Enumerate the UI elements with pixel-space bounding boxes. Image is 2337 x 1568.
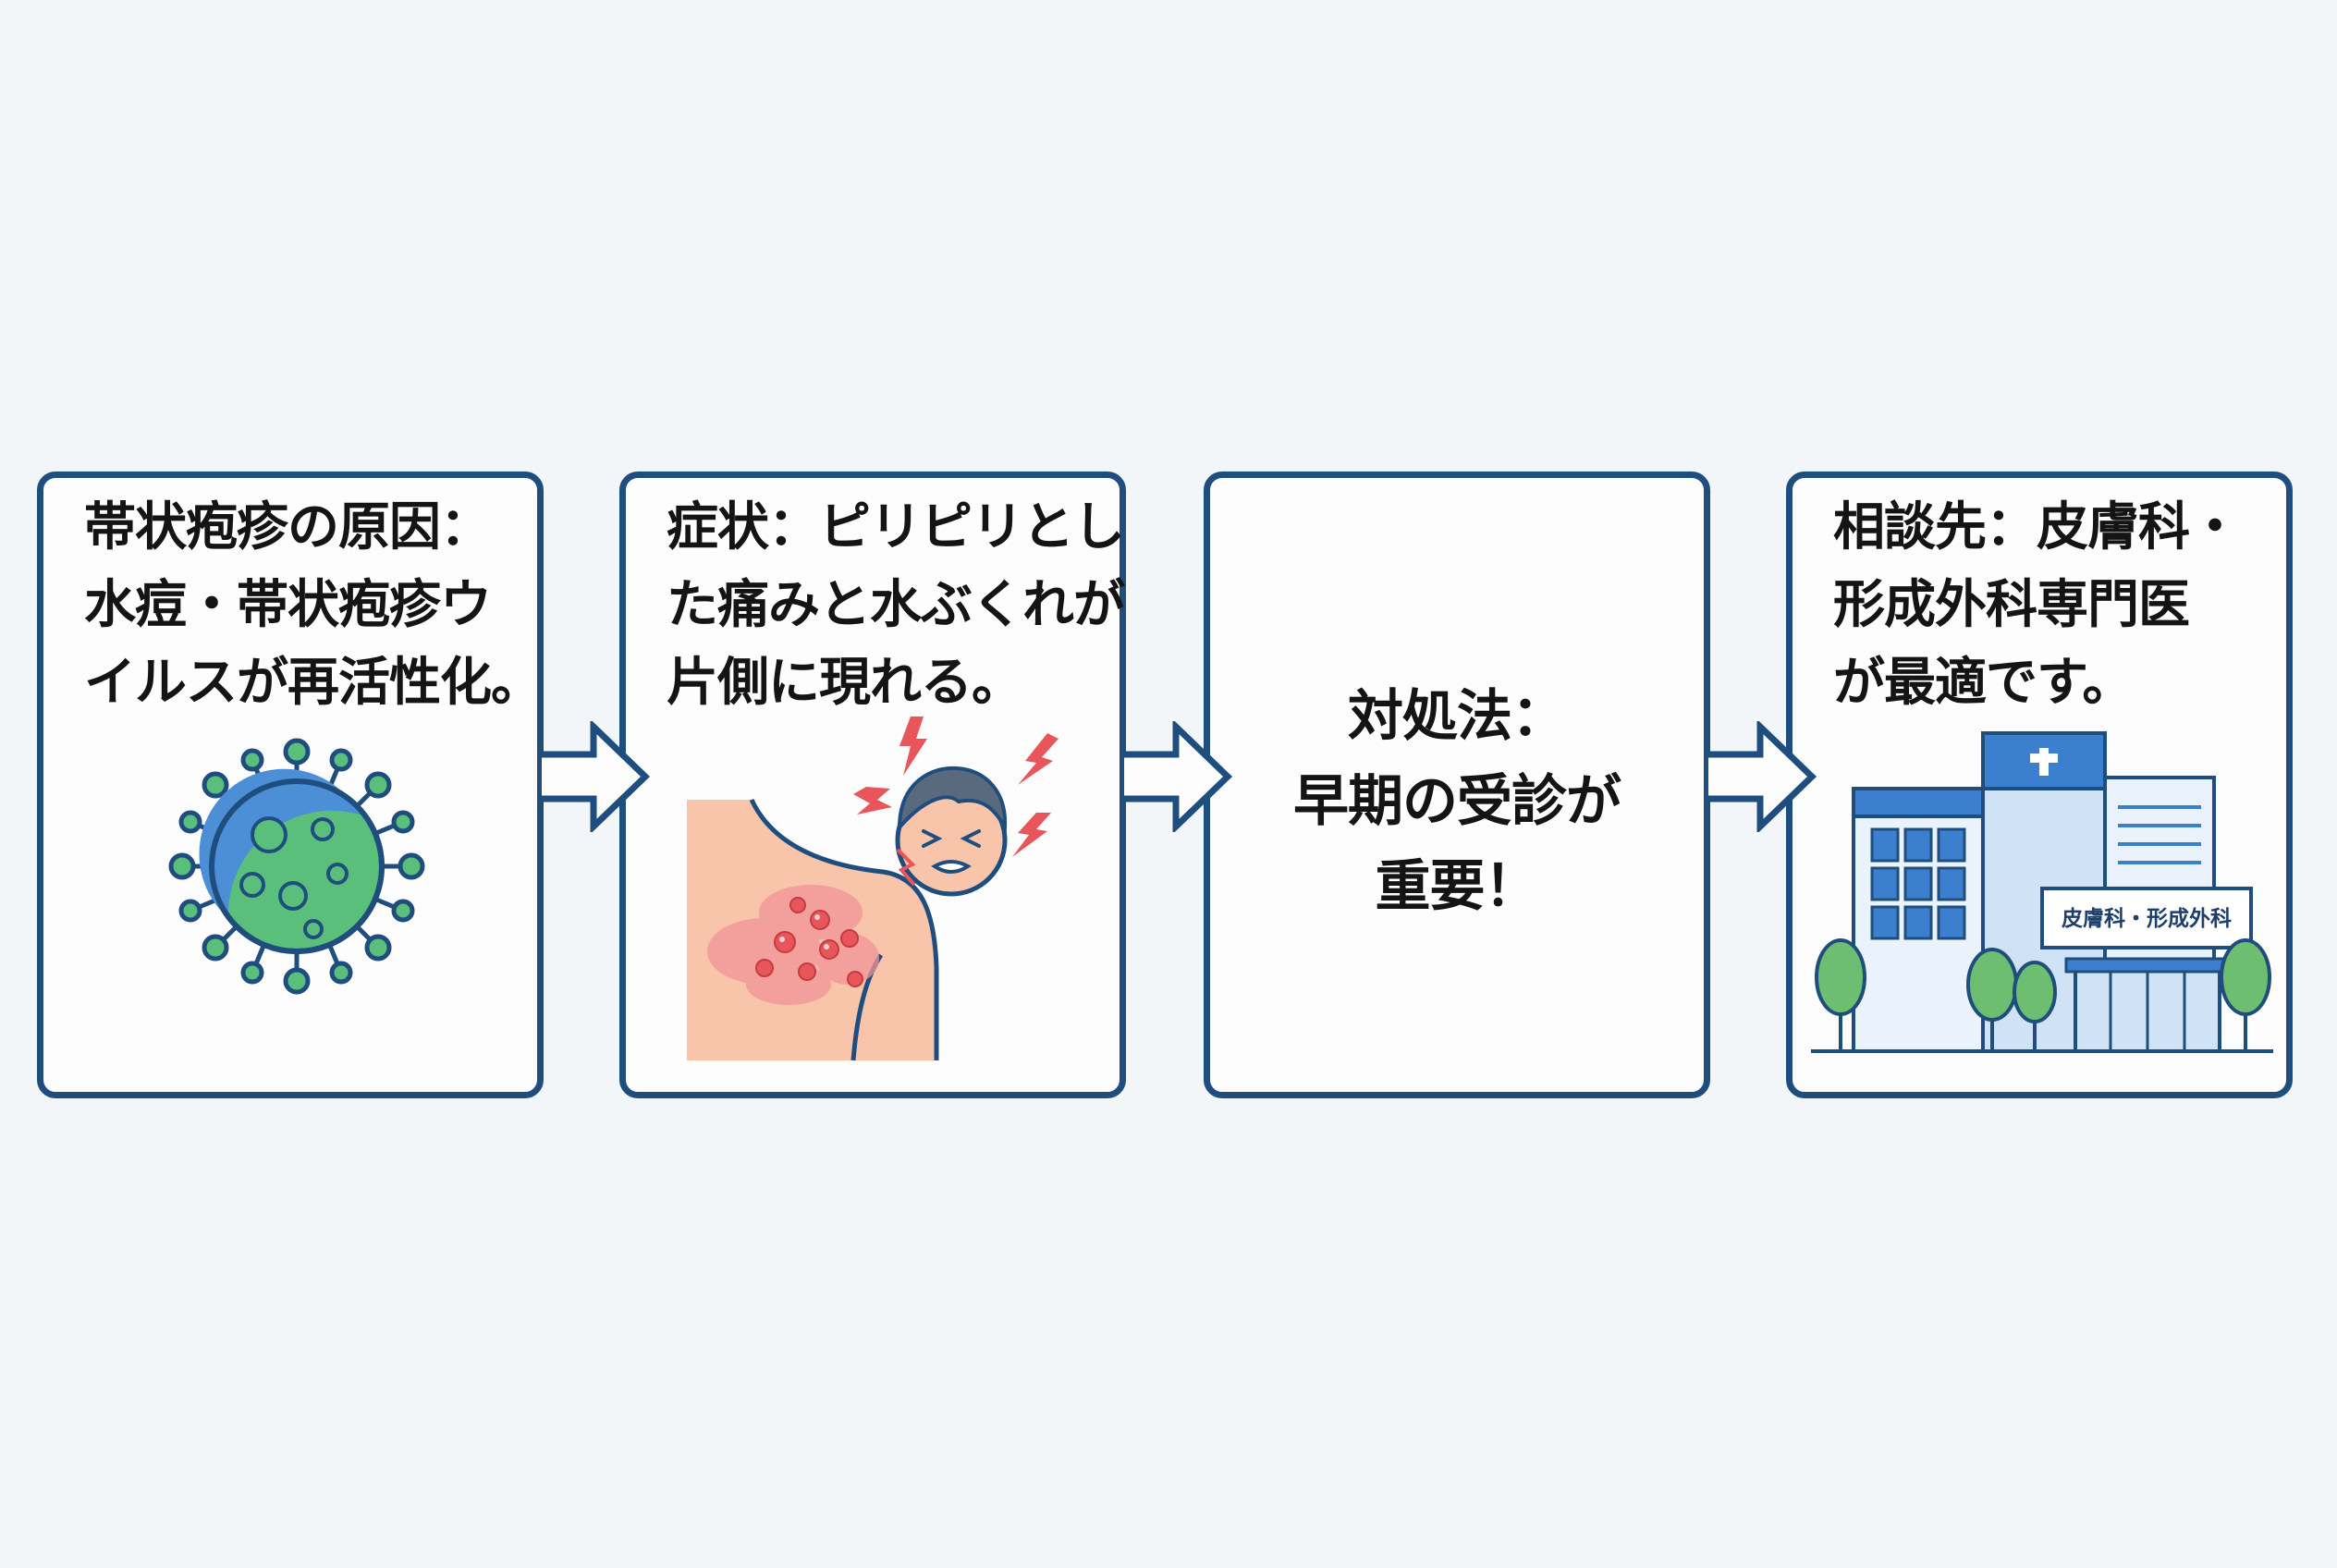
step-line: 帯状疱疹の原因： <box>84 497 492 557</box>
hospital-sign: 皮膚科・形成外科 <box>2062 906 2232 931</box>
step-line: た痛みと水ぶくれが <box>667 575 1125 635</box>
step-card-cause: 帯状疱疹の原因： 水痘・帯状疱疹ウ イルスが再活性化。 <box>37 472 544 1098</box>
step-line: 重要！ <box>1375 854 1540 919</box>
step-line: 症状：ピリピリとし <box>667 497 1125 557</box>
step-card-treatment: 対処法： 早期の受診が 重要！ <box>1204 472 1710 1098</box>
step-line: 片側に現れる。 <box>667 653 1023 713</box>
step-card-consult: 相談先：皮膚科・ 形成外科専門医 が最適です。 <box>1786 472 2293 1098</box>
step-line: 対処法： <box>1348 684 1567 749</box>
step-line: 形成外科専門医 <box>1833 575 2190 635</box>
virus-icon <box>168 738 425 995</box>
step-line: 早期の受診が <box>1293 769 1621 834</box>
step-line: 水痘・帯状疱疹ウ <box>84 575 492 635</box>
right-arrow-icon <box>1124 721 1233 832</box>
step-line: イルスが再活性化。 <box>84 653 543 713</box>
right-arrow-icon <box>542 721 651 832</box>
hospital-icon: 皮膚科・形成外科 <box>1811 731 2273 1053</box>
step-text-treatment: 対処法： 早期の受診が 重要！ <box>1210 674 1704 929</box>
step-text-consult: 相談先：皮膚科・ 形成外科専門医 が最適です。 <box>1833 489 2268 722</box>
step-text-symptoms: 症状：ピリピリとし た痛みと水ぶくれが 片側に現れる。 <box>667 489 1125 722</box>
step-card-symptoms: 症状：ピリピリとし た痛みと水ぶくれが 片側に現れる。 <box>619 472 1126 1098</box>
step-text-cause: 帯状疱疹の原因： 水痘・帯状疱疹ウ イルスが再活性化。 <box>84 489 543 722</box>
step-line: 相談先：皮膚科・ <box>1833 497 2241 557</box>
painful-rash-icon <box>687 717 1058 1061</box>
right-arrow-icon <box>1708 721 1817 832</box>
step-line: が最適です。 <box>1833 653 2134 713</box>
